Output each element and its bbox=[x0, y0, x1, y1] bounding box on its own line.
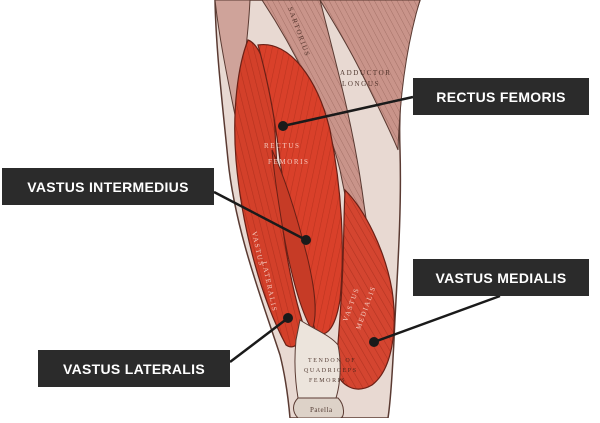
label-vastus-medialis: VASTUS MEDIALIS bbox=[413, 259, 589, 296]
label-vastus-lateralis: VASTUS LATERALIS bbox=[38, 350, 230, 387]
leader-line-rectus-femoris bbox=[282, 95, 414, 128]
leader-dot-vastus-lateralis bbox=[283, 313, 293, 323]
label-vastus-intermedius: VASTUS INTERMEDIUS bbox=[2, 168, 214, 205]
plate-rectus-1: RECTUS bbox=[264, 142, 300, 150]
leader-dot-rectus-femoris bbox=[278, 121, 288, 131]
leader-line-vastus-medialis bbox=[373, 294, 501, 344]
plate-rectus-2: FEMORIS bbox=[268, 158, 310, 166]
leader-dot-vastus-intermedius bbox=[301, 235, 311, 245]
leader-line-vastus-lateralis bbox=[229, 317, 289, 363]
plate-tendon-3: FEMORIS bbox=[309, 378, 346, 384]
leader-lines bbox=[213, 95, 501, 363]
plate-adductor-1: ADDUCTOR bbox=[340, 69, 392, 77]
adductor-longus-muscle bbox=[319, 0, 421, 151]
plate-tendon-1: TENDON OF bbox=[308, 358, 356, 364]
label-rectus-femoris: RECTUS FEMORIS bbox=[413, 78, 589, 115]
plate-patella: Patella bbox=[310, 406, 333, 414]
leader-dot-vastus-medialis bbox=[369, 337, 379, 347]
plate-tendon-2: QUADRICEPS bbox=[304, 368, 358, 374]
leader-line-vastus-intermedius bbox=[213, 190, 307, 242]
quadriceps-tendon bbox=[294, 319, 341, 399]
plate-adductor-2: LONGUS bbox=[342, 80, 380, 88]
